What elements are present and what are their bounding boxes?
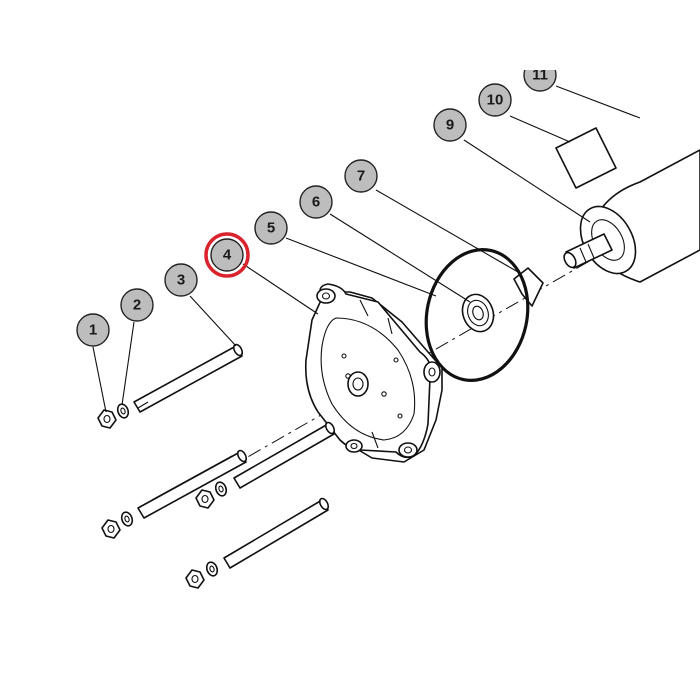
top-crop-mask (0, 0, 700, 70)
callout-6[interactable]: 6 (299, 185, 333, 219)
washer-icon (116, 403, 228, 577)
callout-3[interactable]: 3 (164, 263, 198, 297)
callout-9[interactable]: 9 (433, 108, 467, 142)
callout-2-label: 2 (133, 297, 141, 314)
hex-nut-icon (97, 409, 215, 589)
callout-7[interactable]: 7 (344, 159, 378, 193)
pump-cover-icon (304, 283, 443, 463)
callout-2[interactable]: 2 (120, 288, 154, 322)
motor-shaft-icon (563, 149, 700, 283)
callout-9-label: 9 (446, 117, 454, 134)
o-ring-icon (424, 248, 530, 382)
leader-lines (92, 85, 641, 413)
callout-7-label: 7 (357, 168, 365, 185)
callout-11-label: 11 (532, 67, 548, 84)
callout-5[interactable]: 5 (254, 211, 288, 245)
callout-6-label: 6 (312, 194, 320, 211)
callout-10-label: 10 (487, 92, 504, 109)
callout-5-label: 5 (267, 220, 275, 237)
label-plate-icon (555, 127, 617, 189)
bearing-icon (461, 293, 495, 333)
callout-4-label: 4 (223, 247, 232, 264)
callout-4-highlight-ring (204, 232, 250, 278)
stud-bolt-icon (133, 343, 336, 569)
callout-10[interactable]: 10 (478, 83, 512, 117)
callout-3-label: 3 (177, 272, 185, 289)
callout-1[interactable]: 1 (76, 313, 110, 347)
callout-4[interactable]: 4 (204, 232, 250, 278)
callout-1-label: 1 (89, 322, 97, 339)
